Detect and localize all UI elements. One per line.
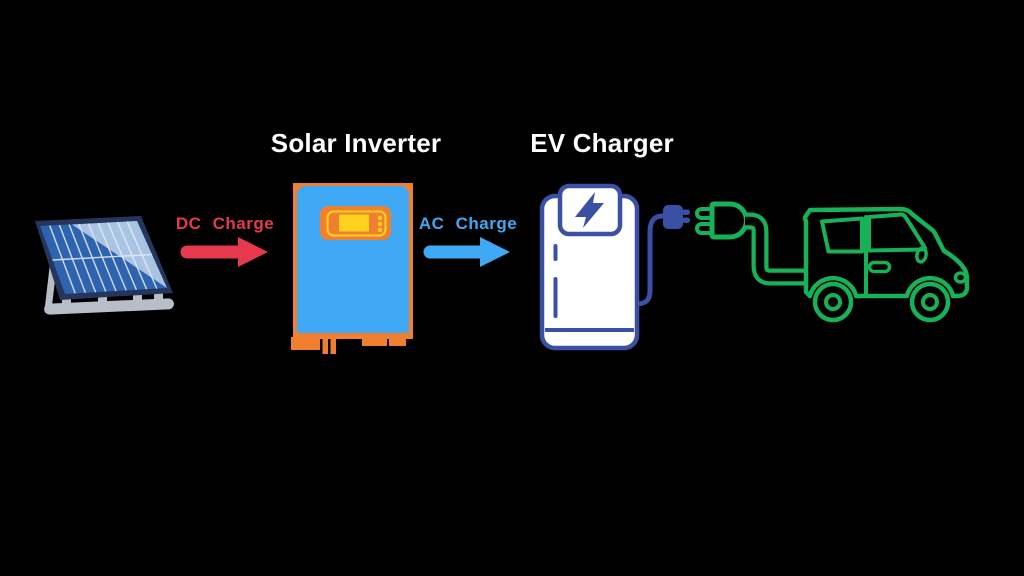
charging-cable-inner [745,216,804,282]
lightning-bolt-icon [575,192,604,228]
electric-car-icon [802,206,970,299]
inverter-foot [291,337,320,350]
solar-inverter-icon [291,183,413,354]
inverter-foot [362,337,387,346]
panel-stand-stub [133,288,142,306]
inverter-display-outline [326,210,387,237]
car-rear-hub [824,293,842,311]
car-headlight [953,271,968,284]
car-body [802,206,970,299]
panel-grid-lines [49,221,158,294]
inverter-foot [389,337,406,346]
ac-charge-label: AC Charge [418,214,518,233]
panel-sheen [72,221,167,288]
panel-stand-bar [44,298,174,315]
power-plug-icon [663,205,690,229]
car-door-handle [867,260,892,274]
panel-stand-stub [154,292,163,304]
solar-inverter-title: Solar Inverter [270,128,442,158]
car-front-wheel [909,281,951,323]
car-side-mirror [915,246,928,264]
electric-car-group [695,201,970,323]
right-arrow-icon-dc [180,237,268,267]
right-arrow-icon-ac [423,237,510,267]
dc-charge-label: DC Charge [175,214,275,233]
car-front-hub [921,293,939,311]
inverter-leg [322,337,328,354]
charger-cable [635,213,664,307]
solar-panel-icon [35,216,174,315]
ev-charger-station-icon [539,183,690,351]
car-rear-wheel [812,281,854,323]
car-rear-window [820,216,864,254]
ev-charger-title: EV Charger [530,128,674,158]
inverter-leg [330,337,336,354]
charging-cable-outer [745,212,804,286]
charging-socket-icon [695,201,749,240]
panel-stand-stub [98,290,107,306]
car-wheels [812,281,951,323]
inverter-buttons [377,215,383,233]
inverter-screen [339,214,369,232]
